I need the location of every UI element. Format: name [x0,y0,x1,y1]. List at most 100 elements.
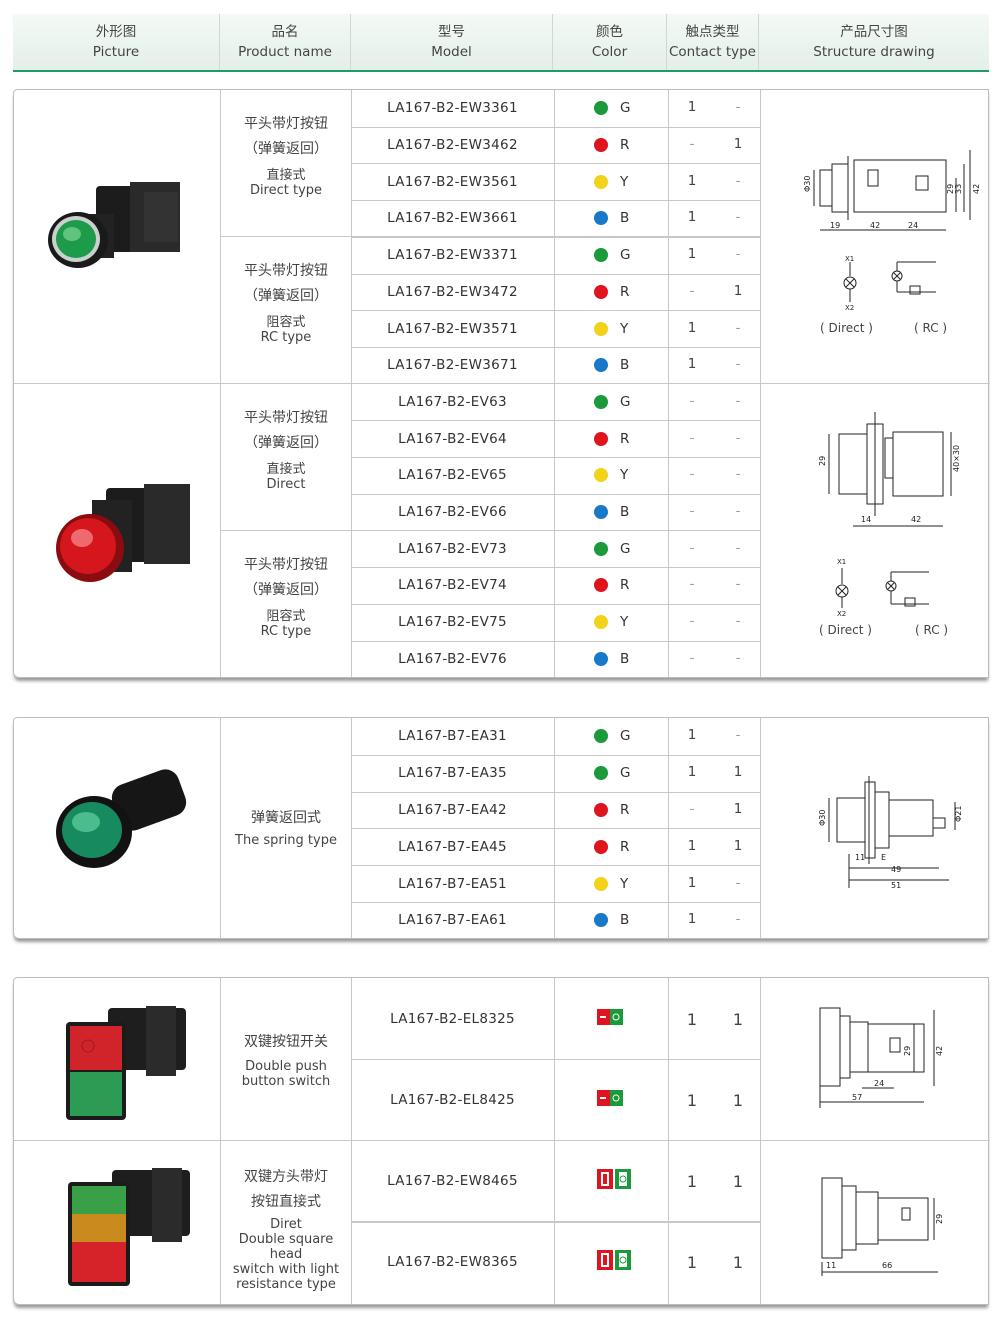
contact-no-value: 1 [687,172,697,189]
color-dot-icon [594,505,608,520]
header-picture-en: Picture [92,44,140,60]
dim-diameter-2: Φ21 [954,806,963,822]
color-label: B [620,210,630,227]
header-model: 型号 Model [351,14,553,70]
contact-no-value: 1 [687,837,697,854]
header-contact-type: 触点类型 Contact type [667,14,759,70]
dim-a: 19 [830,221,840,230]
structure-drawing-double-push: 29 42 24 57 [819,1007,944,1108]
color-cell: G [594,718,664,755]
product-name-zh2: （弹簧返回） [244,141,328,157]
product-name-group: 平头带灯按钮 （弹簧返回） 阻容式 RC type [221,259,351,345]
label-direct: ( Direct ) [820,321,873,335]
product-type-en: RC type [260,624,312,639]
dim-d: 42 [911,515,921,524]
green-flat-button-photo [48,182,180,268]
color-label: R [620,283,630,300]
color-label: Y [620,173,629,190]
contact-nc-value: - [735,727,741,744]
model-cell: LA167-B7-EA61 [398,912,507,929]
model-cell: LA167-B2-EW3571 [387,320,518,337]
contact-nc-value: 1 [732,1009,744,1029]
dim-a: 29 [903,1046,912,1056]
color-cell: R [594,127,664,164]
dual-color-swatch-icon [596,1089,624,1111]
color-cell: Y [594,310,664,347]
color-cell [596,978,666,1059]
contact-no-value: - [689,801,695,817]
product-name-zh2: （弹簧返回） [244,288,328,304]
header-color-zh: 颜色 [596,24,623,40]
contact-nc-value: 1 [733,136,743,153]
contact-nc-value: - [735,319,741,336]
color-dot-icon [594,211,608,226]
dim-diameter: Φ30 [803,176,812,192]
color-label: G [620,728,631,745]
color-cell [596,1140,666,1221]
model-cell: LA167-B2-EW3661 [387,210,518,227]
product-name-en1: Double push [245,1059,327,1074]
product-name-zh: 平头带灯按钮 [244,116,328,132]
color-label: B [620,912,630,929]
header-product-zh: 品名 [271,24,299,40]
dim-b: 42 [935,1046,944,1056]
model-cell: LA167-B2-EV74 [398,577,507,594]
model-cell: LA167-B2-EW3371 [387,247,518,264]
green-spring-button-photo [56,769,187,868]
color-label: B [620,357,630,374]
contact-nc-value: - [735,209,741,226]
dim-c: 66 [882,1261,892,1270]
dim-a: 11 [855,853,865,862]
product-name-zh2: （弹簧返回） [244,582,328,598]
contact-nc-value: - [735,392,741,409]
dim-b: 40×30 [952,445,961,472]
terminal-x2: X2 [837,610,846,618]
product-name-en2: button switch [241,1074,331,1089]
contact-no-value: - [689,649,695,666]
color-label: R [620,137,630,154]
color-label: B [620,650,630,667]
product-name-zh: 弹簧返回式 [251,810,321,826]
color-cell: B [594,200,664,237]
contact-no-value: 1 [687,727,697,744]
color-dot-icon [594,394,608,409]
model-cell: LA167-B2-EL8425 [390,1091,515,1108]
label-direct: ( Direct ) [819,623,872,637]
structure-drawing-direct-rc: Φ30 19 42 24 29 33 42 X1 X2 ( Direct ) (… [803,150,981,335]
contact-no-value: 1 [687,319,697,336]
model-cell: LA167-B2-EV65 [398,467,507,484]
header-drawing-zh: 产品尺寸图 [840,24,908,40]
model-cell: LA167-B7-EA51 [398,875,507,892]
label-rc: ( RC ) [914,321,947,335]
dim-a: 29 [935,1214,944,1224]
product-name-en2: switch with light [232,1262,340,1277]
terminal-x1: X1 [837,558,846,566]
header-product-name: 品名 Product name [220,14,351,70]
product-type-zh: 阻容式 [266,315,306,330]
model-cell: LA167-B2-EL8325 [390,1010,515,1027]
section-double-buttons: 双键按钮开关 Double push button switch 双键方头带灯 … [13,977,990,1305]
contact-nc-value: 1 [732,1253,744,1273]
contact-no-value: 1 [687,209,697,226]
contact-nc-value: 1 [733,764,743,781]
color-label: R [620,838,630,855]
color-dot-icon [594,729,608,744]
contact-nc-value: 1 [733,282,743,299]
dim-e: 33 [954,184,963,194]
dual-color-swatch-icon [596,1249,632,1275]
color-label: G [620,247,631,264]
contact-nc-value: - [735,99,741,116]
contact-no-value: 1 [687,874,697,891]
product-name-zh2: 按钮直接式 [251,1194,321,1210]
color-dot-icon [594,101,608,116]
product-type-en: RC type [260,330,312,345]
color-cell: R [594,792,664,829]
color-dot-icon [594,358,608,373]
product-name-en1: Double square head [238,1232,334,1262]
product-name-group: 平头带灯按钮 （弹簧返回） 直接式 Direct type [221,112,351,198]
color-dot-icon [594,248,608,263]
color-dot-icon [594,651,608,666]
product-name-group: 弹簧返回式 The spring type [221,806,351,848]
contact-no-value: - [689,503,695,520]
color-label: G [620,540,631,557]
